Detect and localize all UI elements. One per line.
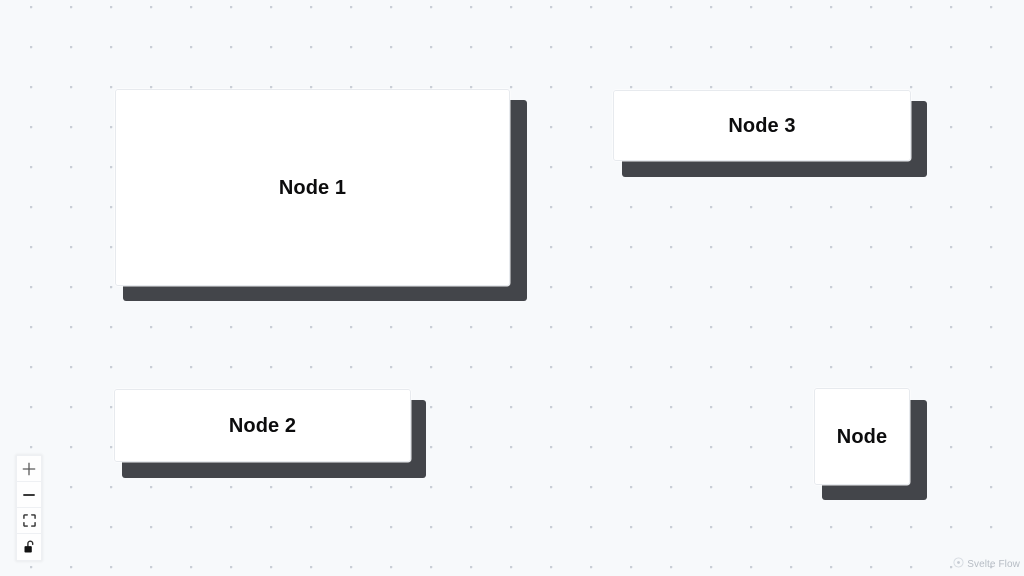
node-label: Node 1 — [278, 176, 347, 199]
lock-toggle-button[interactable] — [17, 534, 41, 560]
node-body[interactable]: Node 3 — [613, 90, 911, 161]
attribution-link[interactable]: Svelte Flow — [953, 555, 1020, 573]
flow-controls-panel[interactable] — [16, 455, 42, 561]
node-body[interactable]: Node 2 — [114, 389, 411, 462]
zoom-out-button[interactable] — [17, 482, 41, 508]
node-label: Node 2 — [228, 414, 297, 437]
node-body[interactable]: Node — [814, 388, 910, 485]
svelte-flow-logo-icon — [953, 555, 964, 573]
zoom-in-button[interactable] — [17, 456, 41, 482]
node-label: Node — [836, 425, 888, 448]
fit-view-icon — [22, 514, 36, 527]
node-body[interactable]: Node 1 — [115, 89, 510, 286]
minus-icon — [22, 488, 36, 502]
plus-icon — [22, 462, 36, 476]
attribution-text: Svelte Flow — [967, 558, 1020, 570]
fit-view-button[interactable] — [17, 508, 41, 534]
unlock-icon — [23, 540, 36, 554]
node-label: Node 3 — [728, 114, 796, 137]
